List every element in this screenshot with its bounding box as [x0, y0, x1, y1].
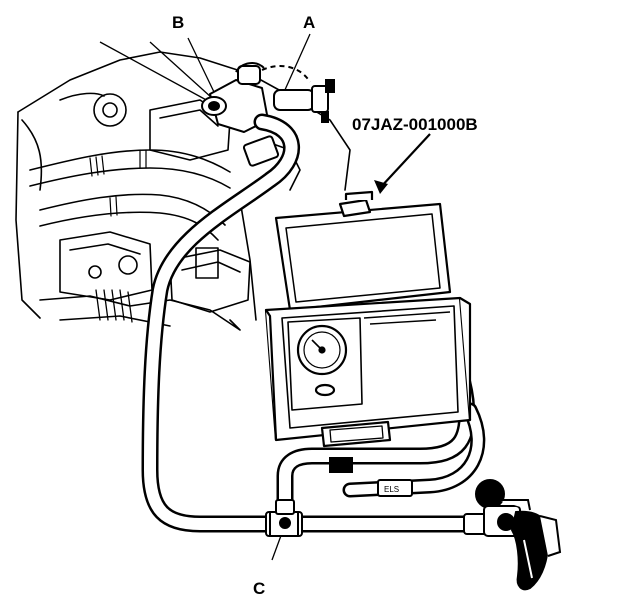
svg-text:ELS: ELS [384, 485, 399, 494]
valve-assembly [201, 62, 335, 133]
tester-kit [264, 190, 472, 448]
vacuum-pump [463, 479, 562, 591]
tool-leader-arrow [374, 133, 431, 194]
callout-b: B [172, 13, 185, 32]
leader-lines [99, 33, 311, 561]
tee-fitting [265, 499, 303, 537]
hose-fittings: ELS [242, 135, 413, 497]
tool-part-number: 07JAZ-001000B [352, 115, 478, 134]
callout-a: A [303, 13, 316, 32]
callout-c: C [253, 579, 266, 598]
